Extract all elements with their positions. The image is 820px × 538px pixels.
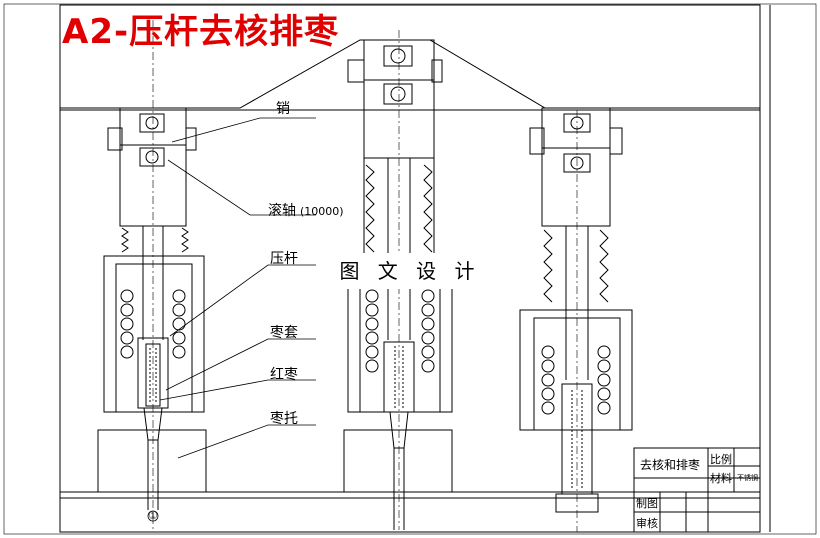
label-pin: 销	[276, 101, 290, 117]
label-press-rod: 压杆	[270, 251, 298, 267]
label-roller: 滚轴	[268, 203, 296, 219]
title-block-drawn: 制图	[636, 497, 658, 510]
label-marker: ①	[148, 509, 158, 522]
watermark-text: 图 文 设 计	[334, 253, 486, 289]
drawing-title: A2-压杆去核排枣	[62, 12, 340, 52]
drawing-border	[59, 4, 761, 533]
title-block-scale: 比例	[710, 453, 732, 466]
title-block-material-value: 不锈钢	[737, 474, 758, 482]
title-block-name: 去核和排枣	[640, 458, 701, 472]
label-red-date: 红枣	[270, 367, 298, 383]
title-block-material: 材料	[710, 472, 732, 485]
label-sleeve: 枣套	[270, 325, 298, 341]
label-roller-qty: (10000)	[300, 205, 344, 218]
leader-lines	[159, 117, 316, 459]
left-assembly	[97, 107, 207, 522]
right-assembly	[519, 107, 633, 532]
label-date-holder: 枣托	[270, 411, 298, 427]
title-block-checked: 审核	[636, 517, 658, 530]
title-block	[633, 447, 761, 533]
